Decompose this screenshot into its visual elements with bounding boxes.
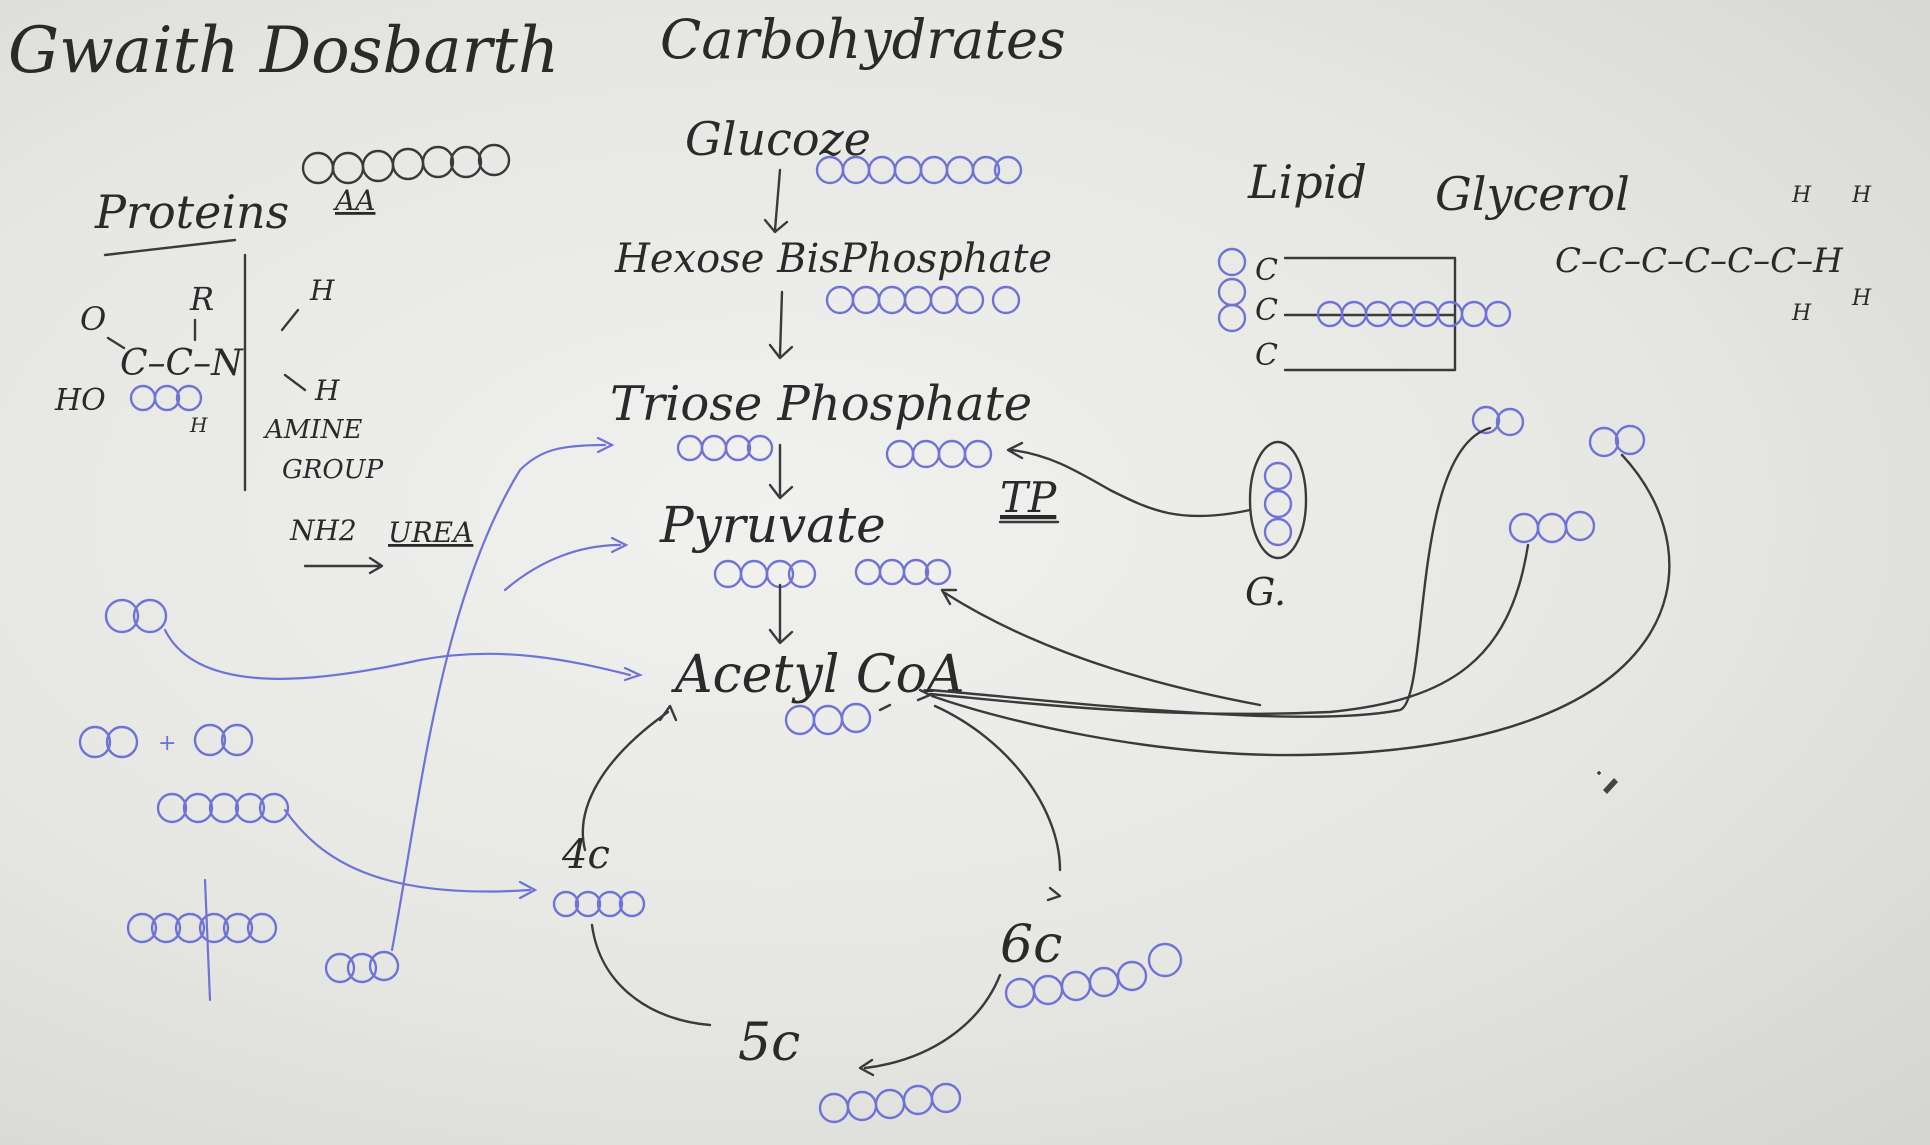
- arrow-nh2-to-urea: [303, 556, 384, 575]
- cycle-arc-acetyl-to-4c: [581, 710, 670, 852]
- pyruvate-label: Pyruvate: [659, 496, 886, 554]
- pyruvate-circles-right: [854, 558, 952, 586]
- six-carbon-label: 6c: [1000, 915, 1062, 975]
- arrow-aa-to-triose: [390, 436, 615, 952]
- structure-h-top: H: [309, 274, 335, 307]
- proteins-label: Proteins: [94, 185, 289, 239]
- acetyl-arrowhead: [916, 688, 932, 702]
- triose-circles-right: [885, 439, 993, 469]
- five-carbon-label: 5c: [738, 1013, 800, 1073]
- acetyl-coa-label: Acetyl CoA: [671, 645, 965, 705]
- triose-circles-left: [676, 434, 774, 462]
- triose-phosphate-label: Triose Phosphate: [610, 376, 1032, 432]
- hexose-bisphosphate-label: Hexose BisPhosphate: [614, 236, 1052, 282]
- carbohydrates-heading: Carbohydrates: [660, 8, 1066, 71]
- arrow-fatty-to-acetyl-1: [928, 426, 1492, 718]
- left-four-carbon-circles: [156, 792, 290, 824]
- structure-bond-n-h: [283, 373, 307, 392]
- pyruvate-circles-left: [713, 559, 817, 589]
- three-carbon-circles: [1508, 510, 1596, 544]
- fatty-acid-blue-circles: [1316, 300, 1512, 328]
- four-carbon-label: 4c: [561, 832, 610, 878]
- title-text: Gwaith Dosbarth: [8, 14, 559, 88]
- four-carbon-circles: [552, 890, 646, 918]
- structure-bond-h: [280, 308, 300, 332]
- chain-h-up-1: H: [1791, 183, 1812, 208]
- cycle-arc-acetyl-to-6c: [933, 704, 1062, 902]
- carboxyl-carbon-circles: [129, 384, 203, 412]
- glycerol-c1: C: [1255, 253, 1278, 288]
- arrow-aa-to-4c: [283, 808, 538, 900]
- arrow-pyruvate-to-acetyl: [768, 583, 794, 645]
- six-carbon-circles: [1004, 942, 1183, 1009]
- left-two-carbon-circles: [104, 598, 168, 634]
- structure-ho: HO: [54, 383, 106, 418]
- cycle-arrowhead-2: [878, 703, 892, 712]
- group-label: GROUP: [282, 455, 384, 485]
- nh2-label: NH2: [289, 514, 357, 547]
- arrow-glycerol-to-triose: [1006, 441, 1252, 518]
- glucose-6-carbon-circles: [815, 155, 1023, 185]
- arrow-glucose-to-hexose: [763, 168, 789, 234]
- pen-cursor-icon: [1597, 771, 1618, 794]
- cycle-arrowhead-1: [658, 704, 678, 722]
- chain-h-down-2: H: [1851, 286, 1872, 311]
- amino-acid-chain-circles: [301, 143, 511, 185]
- chain-h-up-2: H: [1851, 183, 1872, 208]
- aa-label: AA: [332, 184, 375, 217]
- glycerol-g-circles: [1263, 461, 1293, 547]
- glucose-label: Glucoze: [685, 112, 871, 166]
- cycle-arc-6c-to-5c: [858, 973, 1002, 1077]
- proteins-underline: [103, 238, 237, 257]
- fatty-acid-chain: C–C–C–C–C–C–H: [1555, 241, 1844, 281]
- arrow-aa-to-acetyl: [163, 628, 643, 682]
- six-carbon-strike: [203, 878, 212, 1002]
- glycerol-backbone-circles: [1217, 247, 1247, 333]
- urea-label: UREA: [388, 516, 473, 549]
- arrow-fatty-to-acetyl-3: [930, 453, 1671, 757]
- structure-o: O: [80, 300, 106, 338]
- chain-h-down-1: H: [1791, 301, 1812, 326]
- left-two-plus-two-circles: [78, 723, 254, 759]
- plus-sign: +: [158, 731, 176, 756]
- structure-c-c-n: C–C–N: [120, 343, 244, 384]
- tp-label: TP: [1000, 473, 1057, 522]
- g-label: G.: [1245, 570, 1286, 614]
- arrow-aa-to-pyruvate: [503, 536, 629, 592]
- arrow-fatty-to-acetyl-2: [928, 543, 1530, 716]
- lipid-label: Lipid: [1247, 155, 1367, 209]
- hexose-circles: [825, 285, 1021, 315]
- two-carbon-circles-b: [1588, 424, 1646, 458]
- arrow-hexose-to-triose: [768, 290, 794, 360]
- glycerol-capsule: [1248, 440, 1308, 560]
- left-three-carbon-circles: [324, 950, 400, 984]
- glycerol-label: Glycerol: [1435, 167, 1630, 221]
- cycle-arc-4c-to-5c: [590, 923, 712, 1027]
- left-six-carbon-circles: [126, 912, 278, 944]
- arrow-triose-to-pyruvate: [768, 443, 794, 500]
- glycerol-c2: C: [1255, 293, 1278, 328]
- structure-bonds: [106, 318, 197, 350]
- acetyl-circles: [784, 702, 872, 736]
- amine-label: AMINE: [263, 415, 362, 445]
- structure-r: R: [189, 280, 214, 318]
- arrow-lipid-to-pyruvate: [940, 588, 1262, 707]
- structure-h-n: H: [314, 374, 340, 407]
- two-carbon-circles-a: [1471, 405, 1525, 437]
- glycerol-c3: C: [1255, 338, 1278, 373]
- fatty-acid-tails: [1283, 256, 1457, 372]
- five-carbon-circles: [818, 1082, 962, 1124]
- structure-h-c: H: [189, 413, 208, 437]
